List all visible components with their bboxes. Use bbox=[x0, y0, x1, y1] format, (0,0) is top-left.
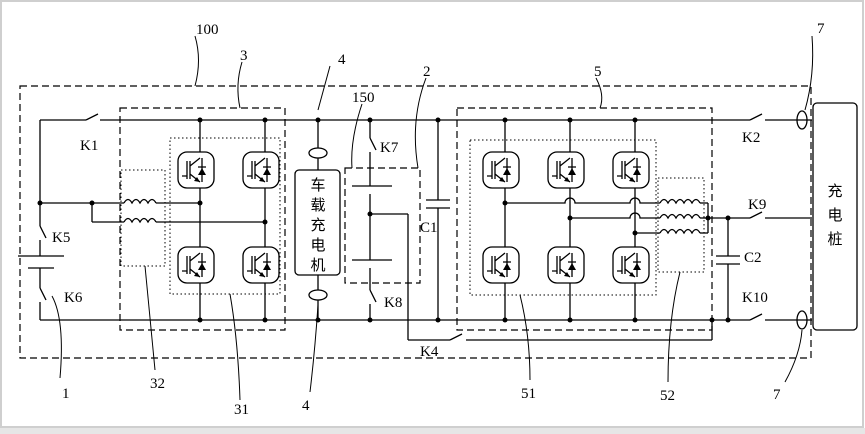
bottom-strip bbox=[0, 428, 865, 434]
bridge-51 bbox=[502, 117, 660, 323]
ref-2: 2 bbox=[423, 64, 431, 80]
pile-char-1: 充 bbox=[827, 182, 842, 200]
charger-char-4: 电 bbox=[310, 236, 325, 254]
igbt-switch bbox=[547, 246, 585, 284]
block-52 bbox=[657, 177, 705, 273]
igbt-switch bbox=[242, 151, 280, 189]
switch-k1 bbox=[85, 113, 99, 121]
label-k8: K8 bbox=[384, 295, 402, 311]
ref-1: 1 bbox=[62, 386, 70, 402]
capacitor-c2 bbox=[716, 215, 740, 323]
ref-3: 3 bbox=[240, 48, 248, 64]
label-k10: K10 bbox=[742, 290, 768, 306]
igbt-group-31 bbox=[177, 151, 280, 284]
switch-k6 bbox=[39, 287, 47, 320]
ref-100: 100 bbox=[196, 22, 219, 38]
igbt-switch bbox=[482, 246, 520, 284]
ref-7-bottom: 7 bbox=[773, 387, 781, 403]
block-5 bbox=[456, 107, 713, 331]
switch-k5 bbox=[39, 120, 47, 256]
ref-52: 52 bbox=[660, 388, 675, 404]
switch-k10 bbox=[749, 313, 763, 321]
igbt-switch bbox=[482, 151, 520, 189]
ref-4-bottom: 4 bbox=[302, 398, 310, 414]
leader-lines bbox=[51, 35, 814, 401]
charger-char-2: 载 bbox=[310, 196, 325, 214]
igbt-group-51 bbox=[482, 151, 650, 284]
label-c2: C2 bbox=[744, 250, 762, 266]
block-31 bbox=[169, 137, 281, 295]
block-32 bbox=[120, 169, 166, 267]
label-k7: K7 bbox=[380, 140, 399, 156]
label-k4: K4 bbox=[420, 344, 439, 360]
pile-char-2: 电 bbox=[827, 206, 842, 224]
system-boundary-100 bbox=[19, 85, 812, 359]
inductor-32 bbox=[37, 198, 265, 224]
block-2-circuit bbox=[352, 117, 450, 341]
label-k6: K6 bbox=[64, 290, 83, 306]
igbt-switch bbox=[177, 246, 215, 284]
ref-7-top: 7 bbox=[817, 21, 825, 37]
ref-32: 32 bbox=[150, 376, 165, 392]
igbt-switch bbox=[612, 246, 650, 284]
charger-char-3: 充 bbox=[310, 216, 325, 234]
igbt-switch bbox=[177, 151, 215, 189]
switch-k2 bbox=[749, 113, 763, 121]
ref-4-top: 4 bbox=[338, 52, 346, 68]
label-k9: K9 bbox=[748, 197, 766, 213]
label-k5: K5 bbox=[52, 230, 70, 246]
igbt-switch bbox=[547, 151, 585, 189]
inductor-52 bbox=[659, 198, 728, 235]
label-k2: K2 bbox=[742, 130, 760, 146]
pile-char-3: 桩 bbox=[827, 230, 842, 248]
charger-char-1: 车 bbox=[310, 176, 325, 194]
ref-150: 150 bbox=[352, 90, 375, 106]
ref-51: 51 bbox=[521, 386, 536, 402]
ref-31: 31 bbox=[234, 402, 249, 418]
switch-k9 bbox=[728, 211, 812, 219]
charging-port-top bbox=[796, 110, 808, 130]
label-c1: C1 bbox=[420, 220, 438, 236]
switch-k4 bbox=[449, 317, 715, 341]
igbt-switch bbox=[612, 151, 650, 189]
charging-pile bbox=[812, 102, 858, 331]
block-51 bbox=[469, 139, 657, 296]
ref-5: 5 bbox=[594, 64, 602, 80]
block-2 bbox=[344, 167, 421, 284]
igbt-switch bbox=[242, 246, 280, 284]
bridge-31 bbox=[197, 117, 268, 323]
capacitor-c1 bbox=[426, 117, 450, 323]
label-k1: K1 bbox=[80, 138, 98, 154]
block-3 bbox=[119, 107, 286, 331]
charging-port-bottom bbox=[796, 310, 808, 330]
battery bbox=[18, 255, 64, 288]
charger-char-5: 机 bbox=[310, 256, 325, 274]
